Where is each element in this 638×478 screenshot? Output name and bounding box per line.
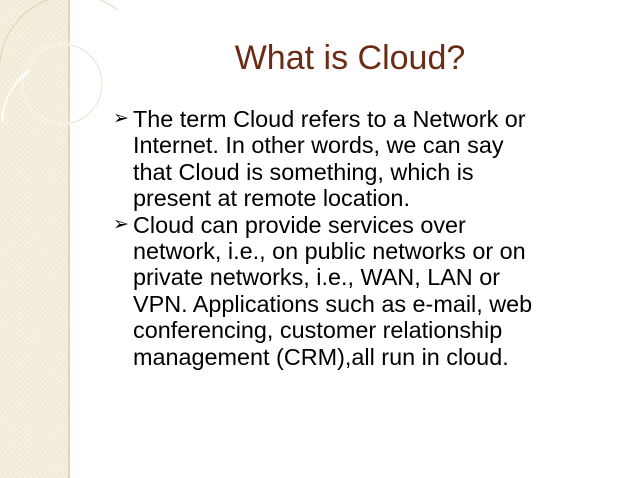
bullet-line: The term Cloud refers to a Network or bbox=[133, 106, 526, 132]
bullet-line: management (CRM),all run in cloud. bbox=[133, 343, 509, 370]
bullet-line: Internet. In other words, we can say bbox=[133, 132, 504, 159]
bullet-line: VPN. Applications such as e-mail, web bbox=[133, 290, 533, 317]
arrow-bullet-icon: ➢ bbox=[113, 108, 129, 129]
arrow-bullet-icon: ➢ bbox=[113, 213, 129, 235]
slide-title: What is Cloud? bbox=[234, 39, 466, 77]
bullet-line: private networks, i.e., WAN, LAN or bbox=[133, 264, 500, 291]
bullet-line: present at remote location. bbox=[133, 185, 410, 212]
decorative-side-strip bbox=[0, 0, 68, 478]
bullet-line: network, i.e., on public networks or on bbox=[133, 238, 526, 265]
bullet-list: ➢ The term Cloud refers to a Network or … bbox=[113, 106, 633, 370]
bullet-line: Cloud can provide services over bbox=[133, 211, 466, 238]
bullet-item: ➢ Cloud can provide services over networ… bbox=[113, 212, 633, 370]
bullet-line: conferencing, customer relationship bbox=[133, 317, 503, 344]
decorative-circles-icon bbox=[0, 0, 119, 126]
bullet-line: that Cloud is something, which is bbox=[133, 158, 474, 185]
bullet-item: ➢ The term Cloud refers to a Network or … bbox=[113, 106, 633, 212]
side-divider bbox=[68, 0, 70, 478]
